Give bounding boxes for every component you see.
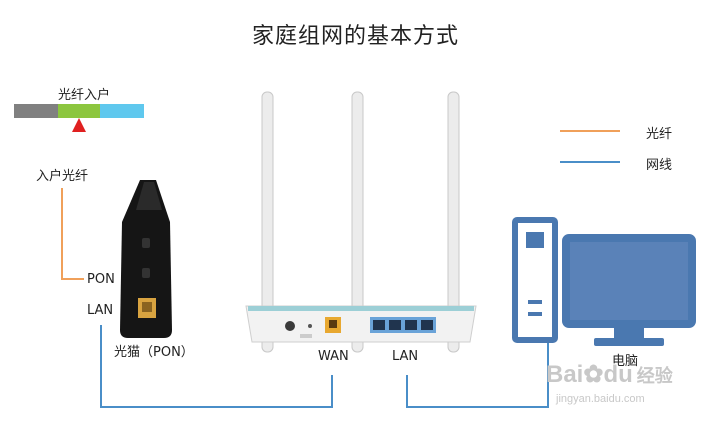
optical-modem-icon [120,180,172,338]
pon-port-label: PON [87,272,115,287]
router-lan-label: LAN [392,349,419,364]
entry-marker-icon [72,118,86,132]
watermark-brand-end: du [603,361,633,388]
page-title: 家庭组网的基本方式 [251,24,459,49]
fiber-entry-label: 光纤入户 [58,88,111,103]
watermark-url: jingyan.baidu.com [556,393,645,405]
watermark-suffix: 经验 [636,366,673,387]
cable-router-to-computer [406,342,549,408]
legend-cable-label: 网线 [646,158,673,173]
watermark-brand: Bai [546,361,584,388]
fiber-entry-bar [14,104,144,132]
router-wan-label: WAN [318,349,349,364]
fiber-line [61,188,84,280]
cable-modem-to-router [100,325,333,408]
router-icon [245,91,477,353]
legend-fiber-label: 光纤 [646,127,673,142]
computer-icon [512,217,696,346]
modem-label: 光猫（PON） [114,345,194,360]
modem-lan-port-label: LAN [87,303,114,318]
entry-fiber-label: 入户光纤 [36,169,89,184]
computer-label: 电脑 [612,354,639,369]
paw-icon: ✿ [583,361,604,388]
